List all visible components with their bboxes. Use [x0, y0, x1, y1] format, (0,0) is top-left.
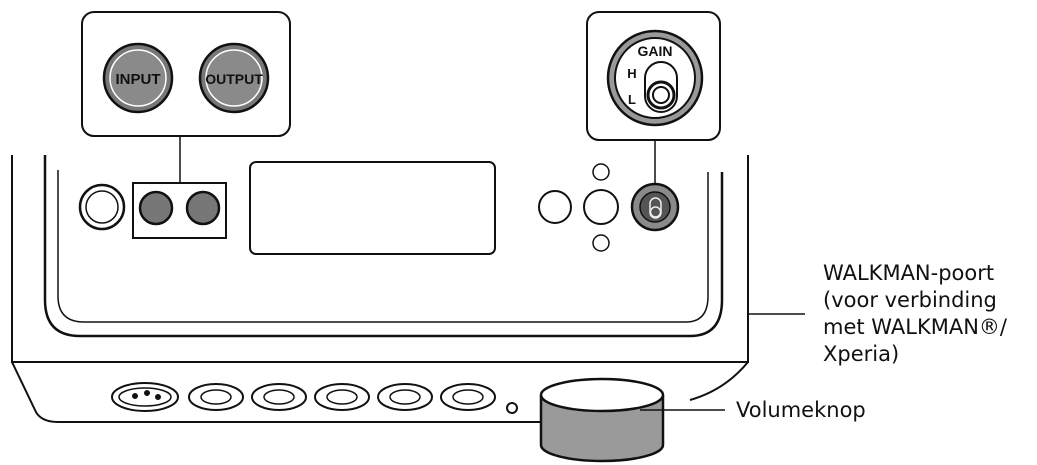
balanced-port-pin [155, 394, 161, 400]
gain-callout: GAIN H L [586, 11, 721, 141]
gain-switch-knob-inner [652, 86, 670, 104]
bottom-port-4-inner [326, 389, 358, 405]
bottom-port-3-inner [263, 389, 295, 405]
bottom-ports [111, 382, 518, 414]
up-button [592, 163, 610, 181]
display-screen [249, 161, 496, 255]
gain-switch-slot [644, 61, 678, 113]
walkman-port-label: WALKMAN-poort (voor verbinding met WALKM… [823, 260, 1007, 368]
volume-knob-label: Volumeknop [736, 398, 866, 422]
bottom-port-3 [251, 383, 307, 411]
bottom-port-6-inner [452, 389, 484, 405]
input-output-callout: INPUT OUTPUT [81, 11, 291, 137]
output-button-label: OUTPUT [205, 71, 263, 87]
bottom-port-2 [188, 383, 244, 411]
input-button-large-face [109, 49, 167, 107]
gain-switch-small-knob [649, 206, 662, 218]
center-button [583, 189, 619, 225]
balanced-port-pin [144, 390, 150, 396]
bottom-port-5-inner [389, 389, 421, 405]
walkman-port-label-line-2: (voor verbinding [823, 288, 997, 312]
bottom-small-port [506, 402, 518, 414]
gain-low-label: L [628, 92, 636, 107]
output-button-small [185, 190, 221, 226]
headphone-jack-inner [85, 190, 119, 224]
leader-lines [179, 136, 805, 411]
front-panel-outline [11, 155, 749, 363]
input-output-callout-box [81, 11, 291, 137]
gain-callout-box [586, 11, 721, 141]
gain-switch-knob [646, 80, 676, 110]
down-button [592, 234, 610, 252]
left-button [538, 190, 572, 224]
input-button-small [138, 190, 174, 226]
bottom-port-4 [314, 383, 370, 411]
balanced-port [111, 382, 179, 412]
balanced-port-pin [132, 393, 138, 399]
volume-knob-body [539, 395, 665, 463]
front-panel-controls [78, 161, 680, 255]
balanced-port-inner [118, 387, 172, 407]
output-button-large-face [205, 49, 263, 107]
gain-label: GAIN [638, 43, 673, 59]
bottom-port-2-inner [200, 389, 232, 405]
input-button-label: INPUT [116, 71, 161, 88]
headphone-jack [78, 183, 126, 231]
walkman-port-label-line-3: met WALKMAN®/ [823, 315, 1008, 339]
walkman-port-label-line-1: WALKMAN-poort [823, 261, 995, 285]
bottom-port-5 [377, 383, 433, 411]
front-panel-inner-bezel [43, 155, 724, 338]
bottom-port-6 [440, 383, 496, 411]
volume-knob [539, 377, 665, 463]
gain-switch-small-slot [649, 197, 662, 219]
walkman-port-label-line-4: Xperia) [823, 342, 900, 366]
gain-high-label: H [627, 66, 636, 81]
volume-knob-top [539, 377, 665, 413]
front-panel-inner-bezel-2 [57, 170, 709, 323]
device-body [11, 155, 749, 423]
bottom-chassis [11, 361, 749, 423]
